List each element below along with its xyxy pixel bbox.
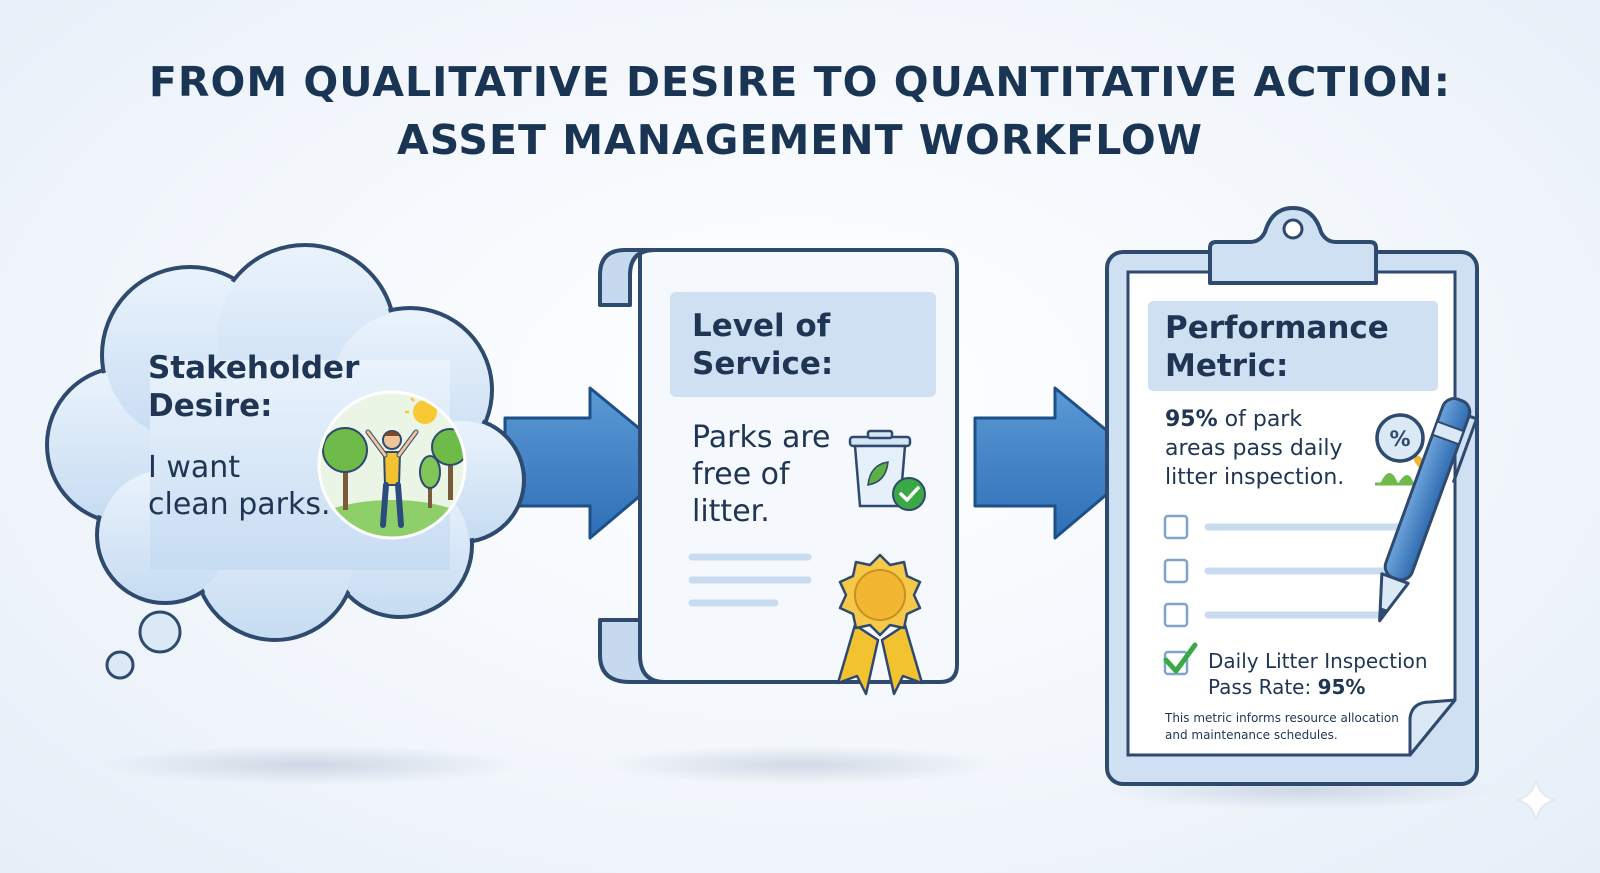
magnifier-percent-icon: % (1375, 413, 1440, 486)
service-body-line-3: litter. (692, 494, 770, 529)
page-title-line-1: FROM QUALITATIVE DESIRE TO QUANTITATIVE … (148, 58, 1452, 106)
checklist-value: 95% (1317, 675, 1366, 699)
service-body-line-1: Parks are (692, 420, 831, 455)
person-in-park-icon (317, 390, 467, 540)
metric-footnote-line-2: and maintenance schedules. (1165, 728, 1338, 742)
trash-can-check-icon (848, 429, 926, 511)
checklist-label-prefix: Pass Rate: (1208, 675, 1318, 699)
checkbox-checked-icon (1163, 642, 1198, 676)
page-title-line-2: ASSET MANAGEMENT WORKFLOW (397, 116, 1203, 164)
metric-statement-line-3: litter inspection. (1165, 465, 1345, 490)
service-body-line-2: free of (692, 457, 790, 492)
pen-icon (1378, 397, 1479, 623)
award-ribbon-icon (836, 553, 924, 696)
stakeholder-body-line-2: clean parks. (148, 487, 331, 522)
checklist-label-line-2: Pass Rate: 95% (1208, 674, 1365, 700)
metric-value: 95% (1165, 407, 1218, 432)
checklist-label-line-1: Daily Litter Inspection (1208, 649, 1428, 673)
scroll-shadow (600, 745, 1000, 785)
service-heading-line-1: Level of (692, 308, 831, 344)
stakeholder-heading-line-1: Stakeholder (148, 350, 360, 386)
cloud-shadow (95, 745, 525, 785)
metric-heading-line-2: Metric: (1165, 348, 1289, 384)
metric-footnote-line-1: This metric informs resource allocation (1165, 711, 1399, 725)
stakeholder-heading-line-2: Desire: (148, 388, 273, 424)
metric-statement-line-1: 95% of park (1165, 405, 1302, 434)
thought-cloud (45, 243, 526, 680)
metric-statement-rest: of park (1217, 407, 1303, 432)
arrow-right-icon (973, 386, 1147, 540)
stakeholder-body-line-1: I want (148, 450, 241, 485)
metric-clipboard (1105, 206, 1479, 786)
service-heading-line-2: Service: (692, 346, 834, 382)
metric-statement-line-2: areas pass daily (1165, 436, 1343, 461)
metric-heading-line-1: Performance (1165, 310, 1389, 346)
svg-text:%: % (1389, 427, 1410, 451)
